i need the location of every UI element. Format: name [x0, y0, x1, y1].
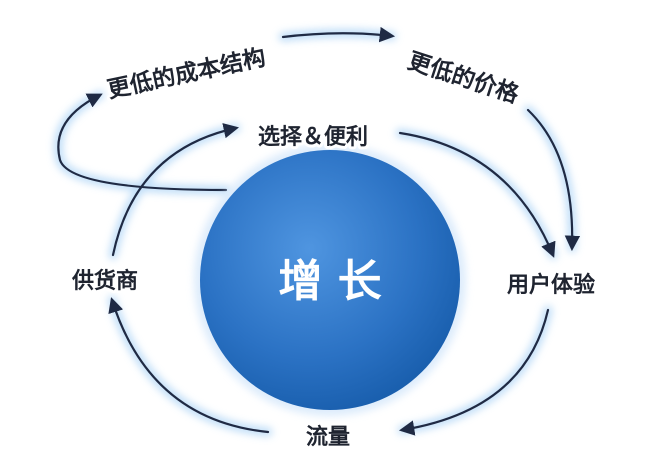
arrow-experience-to-traffic: [398, 308, 550, 436]
arrow-suppliers-to-choice: [111, 123, 240, 257]
arrow-growth-to-cost: [57, 93, 228, 192]
node-user-experience: 用户体验: [507, 272, 595, 298]
arrow-traffic-to-suppliers: [108, 297, 270, 434]
arrow-choice-to-experience: [398, 131, 556, 258]
node-lower-cost-structure: 更低的成本结构: [105, 44, 268, 104]
arrow-layer: [57, 26, 581, 436]
arrow-price-to-experience: [526, 108, 581, 252]
arrow-cost-to-price: [281, 26, 396, 43]
node-suppliers: 供货商: [71, 268, 138, 294]
node-traffic: 流量: [306, 424, 350, 450]
node-lower-price: 更低的价格: [404, 47, 523, 109]
center-circle: [200, 150, 460, 410]
center-label: 增 长: [278, 256, 381, 307]
node-choice-convenience: 选择＆便利: [258, 124, 368, 150]
